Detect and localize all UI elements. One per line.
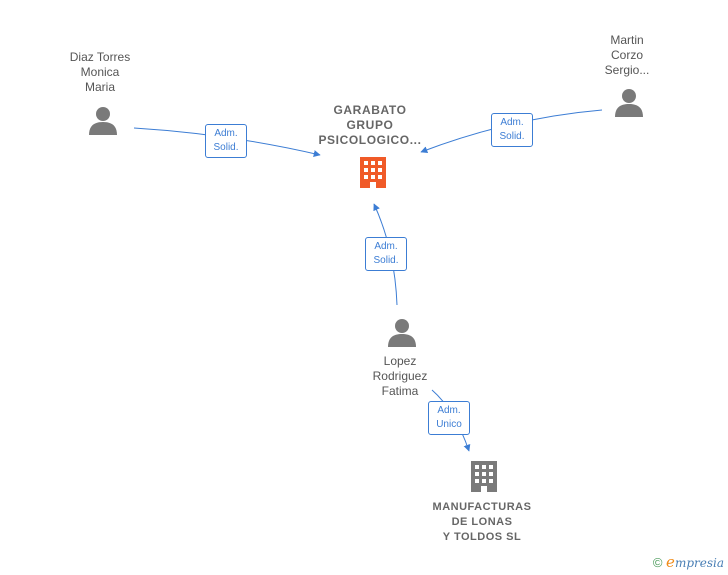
building-icon[interactable] [357,155,389,189]
person-name: Lopez Rodriguez Fatima [372,354,428,398]
edge-badge-lopez-manufacturas[interactable]: Adm. Unico [428,401,470,435]
empresia-logo-initial: e [666,553,675,571]
copyright-icon: © [652,555,663,570]
empresia-logo-text: mpresia [674,556,724,570]
edge-badge-martin-garabato[interactable]: Adm. Solid. [491,113,533,147]
person-icon[interactable] [88,106,118,136]
person-name: Diaz Torres Monica Maria [69,50,131,94]
person-node-lopez[interactable]: Lopez Rodriguez Fatima [350,354,450,399]
edge-badge-lopez-garabato[interactable]: Adm. Solid. [365,237,407,271]
company-node-garabato[interactable]: GARABATO GRUPO PSICOLOGICO... [300,103,440,148]
brand-footer: © empresia [653,553,724,571]
person-node-diaz[interactable]: Diaz Torres Monica Maria [50,50,150,95]
company-name: MANUFACTURAS DE LONAS Y TOLDOS SL [432,501,532,543]
person-name: Martin Corzo Sergio... [604,33,650,77]
company-node-manufacturas[interactable]: MANUFACTURAS DE LONAS Y TOLDOS SL [417,500,547,545]
edge-badge-diaz-garabato[interactable]: Adm. Solid. [205,124,247,158]
person-node-martin[interactable]: Martin Corzo Sergio... [577,33,677,78]
company-name: GARABATO GRUPO PSICOLOGICO... [318,103,422,147]
person-icon[interactable] [614,88,644,118]
building-icon[interactable] [468,459,500,493]
person-icon[interactable] [387,318,417,348]
